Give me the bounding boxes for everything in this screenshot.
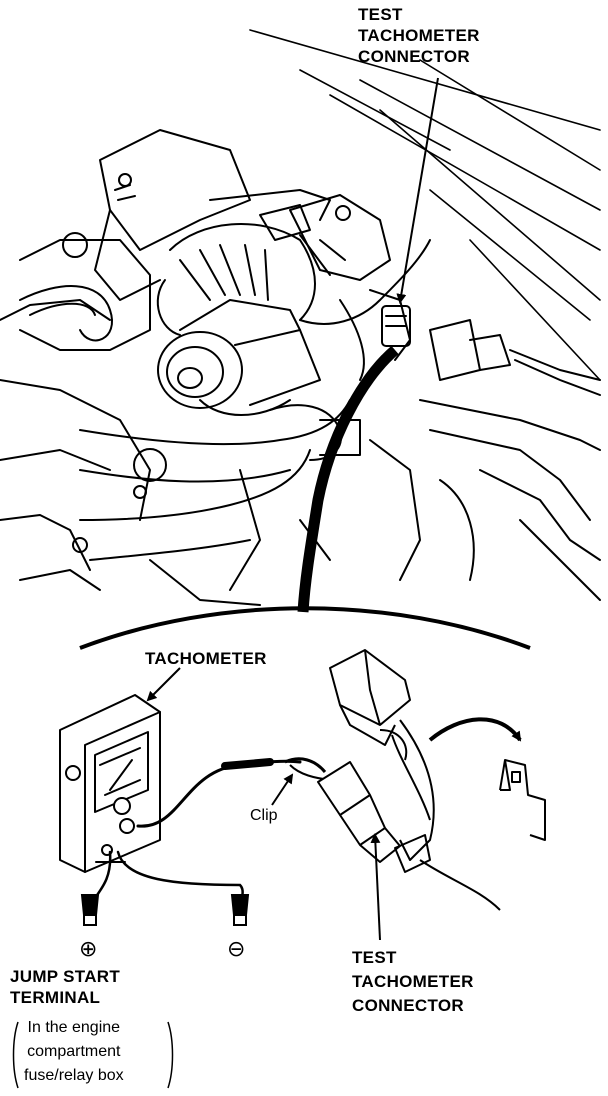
label-line: CONNECTOR <box>352 996 464 1015</box>
note-bracket-left <box>12 1021 19 1089</box>
section-divider <box>79 606 531 650</box>
label-line: TERMINAL <box>10 988 101 1007</box>
clip-label: Clip <box>250 807 278 824</box>
bottom-label-arrow <box>370 833 381 941</box>
minus-terminal-symbol: ⊖ <box>227 936 246 961</box>
jump-start-terminal-label: JUMP START TERMINAL <box>10 966 120 1008</box>
hood-lines <box>249 29 601 381</box>
label-line: JUMP START <box>10 967 121 986</box>
connector-boot <box>329 649 501 911</box>
note-bracket-right <box>167 1021 174 1089</box>
label-line: TEST <box>358 5 403 24</box>
tachometer-arrow <box>146 667 181 702</box>
location-note: In the engine compartment fuse/relay box <box>24 1016 124 1088</box>
test-tach-connector-label-bottom: TEST TACHOMETER CONNECTOR <box>352 946 474 1018</box>
test-tach-connector-label-top: TEST TACHOMETER CONNECTOR <box>358 4 480 67</box>
test-tach-connector-bottom <box>284 757 401 863</box>
label-line: TEST <box>352 948 397 967</box>
terminal-plate <box>499 759 546 841</box>
label-line: TACHOMETER <box>358 26 480 45</box>
right-connector <box>429 319 601 396</box>
note-line: fuse/relay box <box>24 1067 124 1084</box>
top-label-arrow <box>396 77 439 304</box>
label-line: CONNECTOR <box>358 47 470 66</box>
hose-left <box>19 285 113 342</box>
center-bracket <box>289 194 391 281</box>
fan-motor <box>156 189 331 409</box>
connect-arrow <box>428 717 522 742</box>
frame-left <box>99 129 251 251</box>
tachometer-label: TACHOMETER <box>145 649 267 668</box>
tachometer-drawing <box>59 694 161 873</box>
engine-compartment-drawing <box>0 29 601 606</box>
jump-start-terminals <box>80 894 250 926</box>
clip-arrow <box>271 773 294 806</box>
note-line: In the engine <box>27 1019 121 1036</box>
tach-lead-thick <box>297 345 399 613</box>
label-line: TACHOMETER <box>352 972 474 991</box>
harness-main <box>299 239 431 325</box>
note-line: compartment <box>27 1043 121 1060</box>
test-tach-connector-top <box>381 305 411 347</box>
plus-terminal-symbol: ⊕ <box>79 936 98 961</box>
